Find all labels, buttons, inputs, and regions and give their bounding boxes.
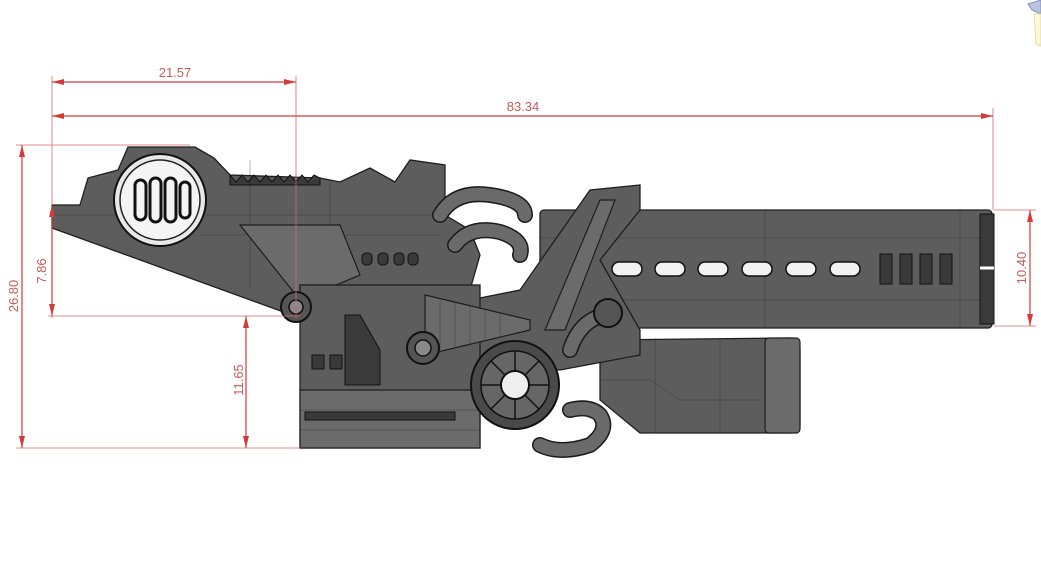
receiver-block bbox=[299, 284, 531, 449]
turbine-wheel bbox=[470, 340, 560, 430]
dimension-rear-drop: 7.86 bbox=[34, 205, 55, 316]
blaster-model bbox=[51, 146, 995, 458]
dimension-label-26-80: 26.80 bbox=[6, 280, 21, 313]
three-slot-panel bbox=[361, 252, 419, 266]
dimension-barrel-diameter: 10.40 bbox=[1014, 210, 1033, 326]
dimension-lines: 21.57 83.34 26.80 7.86 11.65 10.40 bbox=[6, 65, 1036, 449]
bolt-mid bbox=[406, 331, 440, 365]
dimension-grip-height: 11.65 bbox=[231, 316, 249, 448]
dimension-label-11-65: 11.65 bbox=[231, 364, 246, 396]
barrel bbox=[539, 209, 995, 329]
emblem-disc bbox=[113, 153, 207, 247]
dimension-label-7-86: 7.86 bbox=[34, 258, 49, 283]
corner-object-icon bbox=[1027, 0, 1041, 47]
dimension-overall-length: 83.34 bbox=[52, 99, 993, 119]
dimension-label-21-57: 21.57 bbox=[159, 65, 192, 80]
dimension-overall-height: 26.80 bbox=[6, 145, 25, 448]
bolt-front bbox=[593, 298, 623, 328]
barrel-vents bbox=[611, 261, 861, 277]
dimension-top-partial: 21.57 bbox=[52, 65, 296, 85]
dimension-label-83-34: 83.34 bbox=[507, 99, 540, 114]
lower-tube bbox=[599, 337, 801, 434]
dimension-label-10-40: 10.40 bbox=[1014, 252, 1029, 285]
